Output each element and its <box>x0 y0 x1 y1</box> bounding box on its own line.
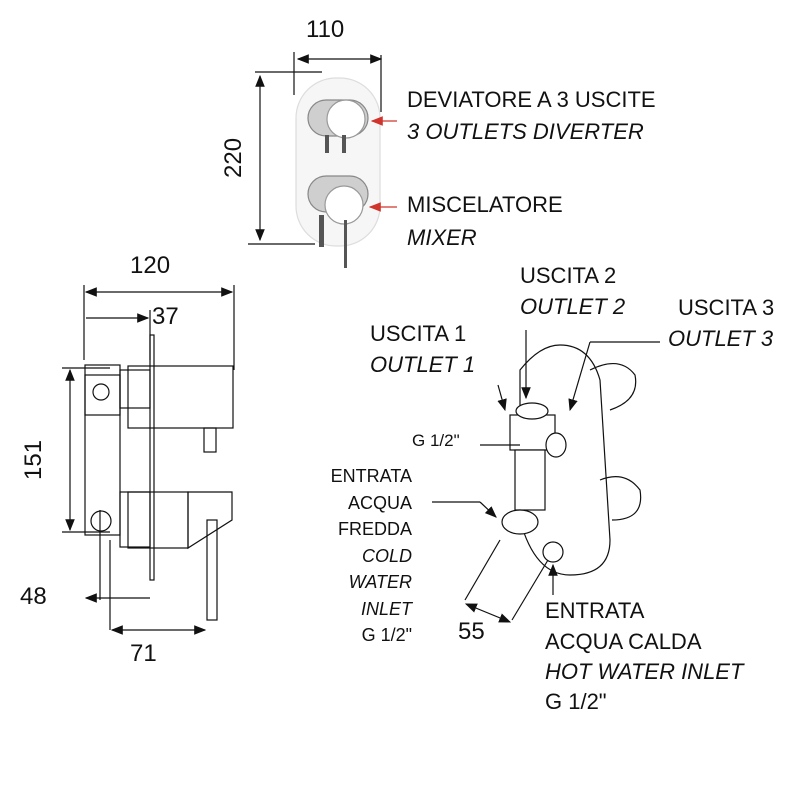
label-hot-it-1: ENTRATA <box>545 598 645 623</box>
label-hot-thread: G 1/2" <box>545 689 607 714</box>
label-outlet3-en: OUTLET 3 <box>668 326 774 351</box>
label-outlet2-it: USCITA 2 <box>520 263 617 288</box>
dim-body-height: 151 <box>20 439 47 480</box>
label-outlet1-en: OUTLET 1 <box>370 352 476 377</box>
label-hot-it-2: ACQUA CALDA <box>545 629 702 654</box>
cold-line: ENTRATA <box>330 466 412 486</box>
dim-body-depth: 71 <box>130 640 157 667</box>
label-cold-inlet: ENTRATA ACQUA FREDDA COLD WATER INLET G … <box>331 463 412 649</box>
dim-inlet-offset: 48 <box>20 583 47 610</box>
cold-line: FREDDA <box>337 519 412 539</box>
dim-plate-depth: 37 <box>152 303 179 330</box>
label-diverter-en: 3 OUTLETS DIVERTER <box>407 119 644 144</box>
cold-line: COLD <box>361 545 412 566</box>
label-mixer-en: MIXER <box>407 225 477 250</box>
label-outlet3-it: USCITA 3 <box>678 295 775 320</box>
cold-line: G 1/2" <box>361 625 412 645</box>
dim-inlet-spacing: 55 <box>458 618 485 645</box>
label-outlet-thread: G 1/2" <box>412 431 460 450</box>
label-outlet1-it: USCITA 1 <box>370 321 467 346</box>
label-diverter-it: DEVIATORE A 3 USCITE <box>407 87 656 112</box>
dim-plate-height: 220 <box>220 137 247 178</box>
cold-line: WATER <box>348 572 412 592</box>
side-view <box>62 285 235 635</box>
label-mixer-it: MISCELATORE <box>407 192 563 217</box>
iso-view <box>432 330 660 623</box>
label-outlet2-en: OUTLET 2 <box>520 294 626 319</box>
cold-line: ACQUA <box>347 492 412 513</box>
front-view <box>248 52 397 268</box>
dim-plate-width: 110 <box>306 16 345 43</box>
label-hot-en: HOT WATER INLET <box>545 659 744 684</box>
cold-line: INLET <box>360 598 412 619</box>
dim-total-depth: 120 <box>130 252 171 279</box>
